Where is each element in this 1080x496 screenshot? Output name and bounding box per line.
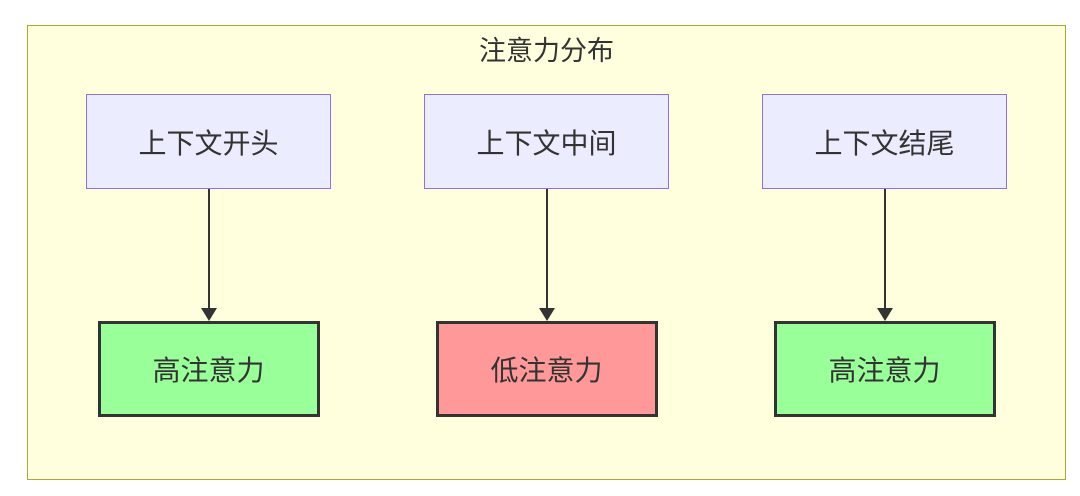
source-node-label: 上下文中间 bbox=[476, 126, 617, 160]
target-node-label: 低注意力 bbox=[490, 354, 603, 387]
arrow-line bbox=[207, 189, 210, 308]
source-node-0: 上下文开头 bbox=[86, 94, 331, 189]
target-node-label: 高注意力 bbox=[152, 354, 265, 387]
arrow-1 bbox=[538, 189, 555, 321]
arrow-2 bbox=[876, 189, 893, 321]
target-node-0: 高注意力 bbox=[97, 321, 320, 417]
arrow-line bbox=[883, 189, 886, 308]
arrow-line bbox=[545, 189, 548, 308]
arrow-head-icon bbox=[538, 308, 555, 321]
arrow-head-icon bbox=[876, 308, 893, 321]
source-node-1: 上下文中间 bbox=[424, 94, 669, 189]
arrow-0 bbox=[200, 189, 217, 321]
target-node-label: 高注意力 bbox=[828, 354, 941, 387]
source-node-label: 上下文结尾 bbox=[814, 126, 955, 160]
target-node-1: 低注意力 bbox=[435, 321, 658, 417]
diagram-title: 注意力分布 bbox=[479, 36, 614, 67]
source-node-2: 上下文结尾 bbox=[762, 94, 1007, 189]
column-context-start: 上下文开头 高注意力 bbox=[86, 94, 331, 417]
arrow-head-icon bbox=[200, 308, 217, 321]
source-node-label: 上下文开头 bbox=[138, 126, 279, 160]
attention-distribution-diagram: 注意力分布 上下文开头 高注意力 上下文中间 低注意力 bbox=[27, 25, 1066, 480]
diagram-columns: 上下文开头 高注意力 上下文中间 低注意力 上下文结 bbox=[28, 70, 1065, 417]
column-context-end: 上下文结尾 高注意力 bbox=[762, 94, 1007, 417]
target-node-2: 高注意力 bbox=[773, 321, 996, 417]
column-context-middle: 上下文中间 低注意力 bbox=[424, 94, 669, 417]
